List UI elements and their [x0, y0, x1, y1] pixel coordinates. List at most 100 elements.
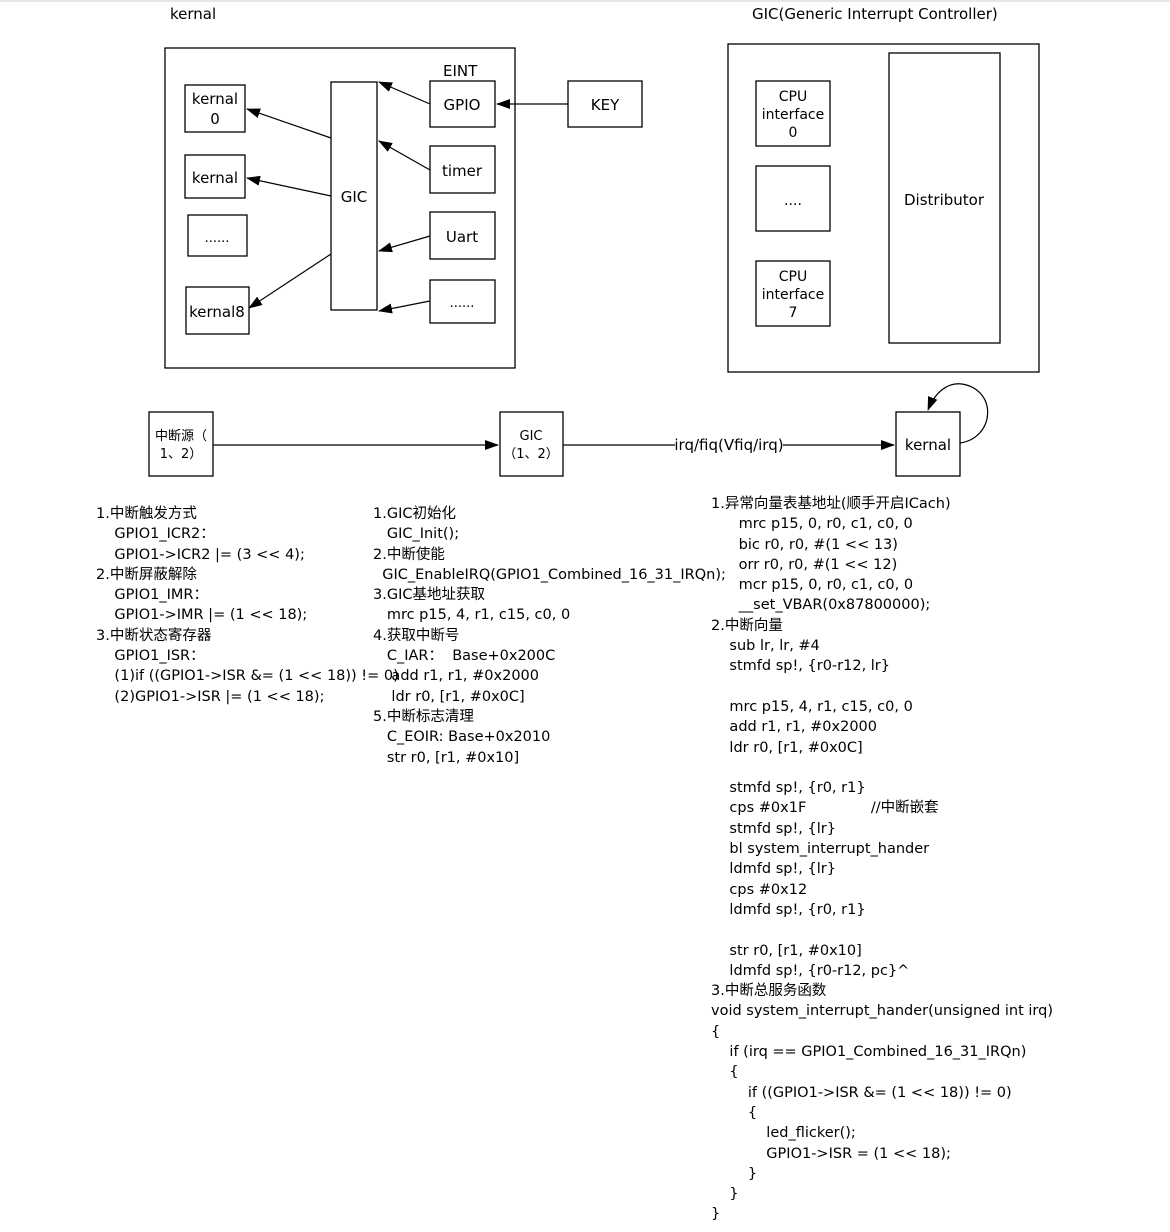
cpu-interface-7-line-3: 7: [789, 305, 798, 321]
gic-step-line: mrc p15, 4, r1, c15, c0, 0: [373, 607, 571, 624]
gic-steps: 1.GIC初始化 GIC_Init();2.中断使能 GIC_EnableIRQ…: [373, 504, 726, 768]
arrow-timer-to-gic: [378, 140, 431, 171]
code-line: GPIO1->ISR = (1 << 18);: [711, 1145, 951, 1162]
core-box-8: kernal8: [185, 286, 250, 335]
code-line: bl system_interrupt_hander: [711, 841, 930, 858]
step-line: GPIO1_IMR：: [96, 587, 208, 604]
code-line: [711, 920, 1053, 940]
code-line: stmfd sp!, {r0-r12, lr}: [711, 658, 890, 675]
cpu-interface-0: CPU interface 0: [755, 80, 831, 147]
code-line: stmfd sp!, {lr}: [711, 820, 836, 837]
core-box-ellipsis: ......: [187, 214, 248, 257]
core-box-0-line-2: 0: [210, 110, 220, 128]
code-line: 2.中断向量: [711, 617, 783, 634]
code-line: {: [711, 1104, 758, 1121]
core-box-0: kernal 0: [184, 84, 246, 133]
core-box-ellipsis-label: ......: [205, 231, 230, 246]
code-line: mrc p15, 0, r0, c1, c0, 0: [711, 516, 913, 533]
code-line: stmfd sp!, {r0, r1}: [711, 780, 866, 797]
core-box-0-line-1: kernal: [192, 90, 238, 108]
code-line: }: [711, 1206, 721, 1223]
gic-step-line: GIC_Init();: [373, 526, 460, 543]
cpu-interface-0-line-3: 0: [789, 125, 798, 141]
top-border: [0, 0, 1170, 2]
flow-kernal-box: kernal: [895, 411, 961, 477]
edge-label-irq-fiq: irq/fiq(Vfiq/irq): [674, 436, 783, 454]
gic-step-line: GIC_EnableIRQ(GPIO1_Combined_16_31_IRQn)…: [373, 566, 726, 583]
gic-step-line: str r0, [r1, #0x10]: [373, 749, 520, 766]
code-line: str r0, [r1, #0x10]: [711, 942, 862, 959]
flow-gic-line-1: GIC: [520, 429, 543, 444]
arrow-uart-to-gic: [378, 235, 431, 253]
code-line: [711, 677, 1053, 697]
step-line: (2)GPIO1->ISR |= (1 << 18);: [96, 688, 325, 705]
code-line: if ((GPIO1->ISR &= (1 << 18)) != 0): [711, 1084, 1012, 1101]
gic-step-line: C_EOIR: Base+0x2010: [373, 729, 551, 746]
code-line: cps #0x12: [711, 881, 808, 898]
flow-source-line-1: 中断源（: [155, 429, 207, 444]
step-line: GPIO1_ICR2：: [96, 526, 215, 543]
step-line: (1)if ((GPIO1->ISR &= (1 << 18)) != 0): [96, 668, 399, 685]
flow-gic-box: GIC （1、2）: [499, 411, 564, 477]
step-line: GPIO1->ICR2 |= (3 << 4);: [96, 546, 305, 563]
eint-label: EINT: [443, 62, 478, 80]
arrow-gpio-to-gic: [378, 81, 431, 105]
source-box-gpio-label: GPIO: [444, 96, 481, 114]
source-box-uart-label: Uart: [446, 228, 478, 246]
core-box-1: kernal: [184, 154, 246, 199]
gic-box: GIC: [330, 81, 378, 311]
kernal-panel-title: kernal: [170, 5, 216, 23]
step-line: 1.中断触发方式: [96, 506, 197, 522]
code-line: __set_VBAR(0x87800000);: [711, 597, 931, 614]
arrow-gic-to-core-0: [246, 108, 332, 139]
step-line: GPIO1->IMR |= (1 << 18);: [96, 607, 308, 624]
distributor-box: Distributor: [888, 52, 1001, 344]
code-line: mrc p15, 4, r1, c15, c0, 0: [711, 698, 913, 715]
gic-step-line: add r1, r1, #0x2000: [373, 668, 540, 685]
source-box-uart: Uart: [429, 211, 496, 260]
interrupt-diagram: kernal kernal 0 kernal ...... kernal8 GI…: [148, 5, 1040, 477]
flow-kernal-label: kernal: [905, 436, 951, 454]
distributor-label: Distributor: [904, 191, 985, 209]
cpu-interface-7-line-1: CPU: [779, 269, 807, 285]
flow-gic-line-2: （1、2）: [503, 447, 559, 462]
gic-box-label: GIC: [341, 188, 368, 206]
gic-step-line: 1.GIC初始化: [373, 506, 456, 522]
arrow-gic-to-core-1: [246, 175, 332, 197]
code-line: add r1, r1, #0x2000: [711, 719, 878, 736]
cpu-interface-7-line-2: interface: [762, 287, 824, 303]
source-box-ellipsis: ......: [429, 279, 496, 324]
self-loop-arrow-kernal: [927, 383, 989, 444]
cpu-interface-0-line-1: CPU: [779, 89, 807, 105]
code-line: if (irq == GPIO1_Combined_16_31_IRQn): [711, 1044, 1027, 1061]
code-line: bic r0, r0, #(1 << 13): [711, 536, 898, 553]
gic-step-line: 5.中断标志清理: [373, 708, 474, 725]
code-line: }: [711, 1165, 758, 1182]
interrupt-source-steps: 1.中断触发方式 GPIO1_ICR2： GPIO1->ICR2 |= (3 <…: [96, 504, 399, 707]
cpu-interface-ellipsis: ....: [755, 165, 831, 232]
step-line: 2.中断屏蔽解除: [96, 566, 197, 583]
code-line: 3.中断总服务函数: [711, 983, 827, 1000]
code-line: sub lr, lr, #4: [711, 638, 820, 655]
step-line: GPIO1_ISR：: [96, 648, 205, 665]
code-line: mcr p15, 0, r0, c1, c0, 0: [711, 577, 914, 594]
source-box-ellipsis-label: ......: [450, 296, 475, 311]
gic-step-line: 4.获取中断号: [373, 627, 460, 644]
code-line: cps #0x1F //中断嵌套: [711, 800, 939, 817]
code-line: led_flicker();: [711, 1125, 856, 1142]
code-line: void system_interrupt_hander(unsigned in…: [711, 1003, 1053, 1020]
cpu-interface-7: CPU interface 7: [755, 260, 831, 327]
core-box-8-label: kernal8: [189, 303, 245, 321]
code-line: }: [711, 1186, 739, 1203]
code-line: ldmfd sp!, {lr}: [711, 861, 836, 878]
step-line: 3.中断状态寄存器: [96, 627, 212, 644]
cpu-interface-0-line-2: interface: [762, 107, 824, 123]
cpu-interface-ellipsis-label: ....: [784, 193, 802, 209]
key-box-label: KEY: [591, 96, 620, 114]
flow-source-line-2: 1、2）: [160, 447, 203, 462]
core-box-1-label: kernal: [192, 169, 238, 187]
vector-and-handler-code: 1.异常向量表基地址(顺手开启ICach) mrc p15, 0, r0, c1…: [711, 494, 1053, 1225]
code-line: orr r0, r0, #(1 << 12): [711, 556, 898, 573]
code-line: [711, 758, 1053, 778]
gic-panel-title: GIC(Generic Interrupt Controller): [752, 5, 998, 23]
